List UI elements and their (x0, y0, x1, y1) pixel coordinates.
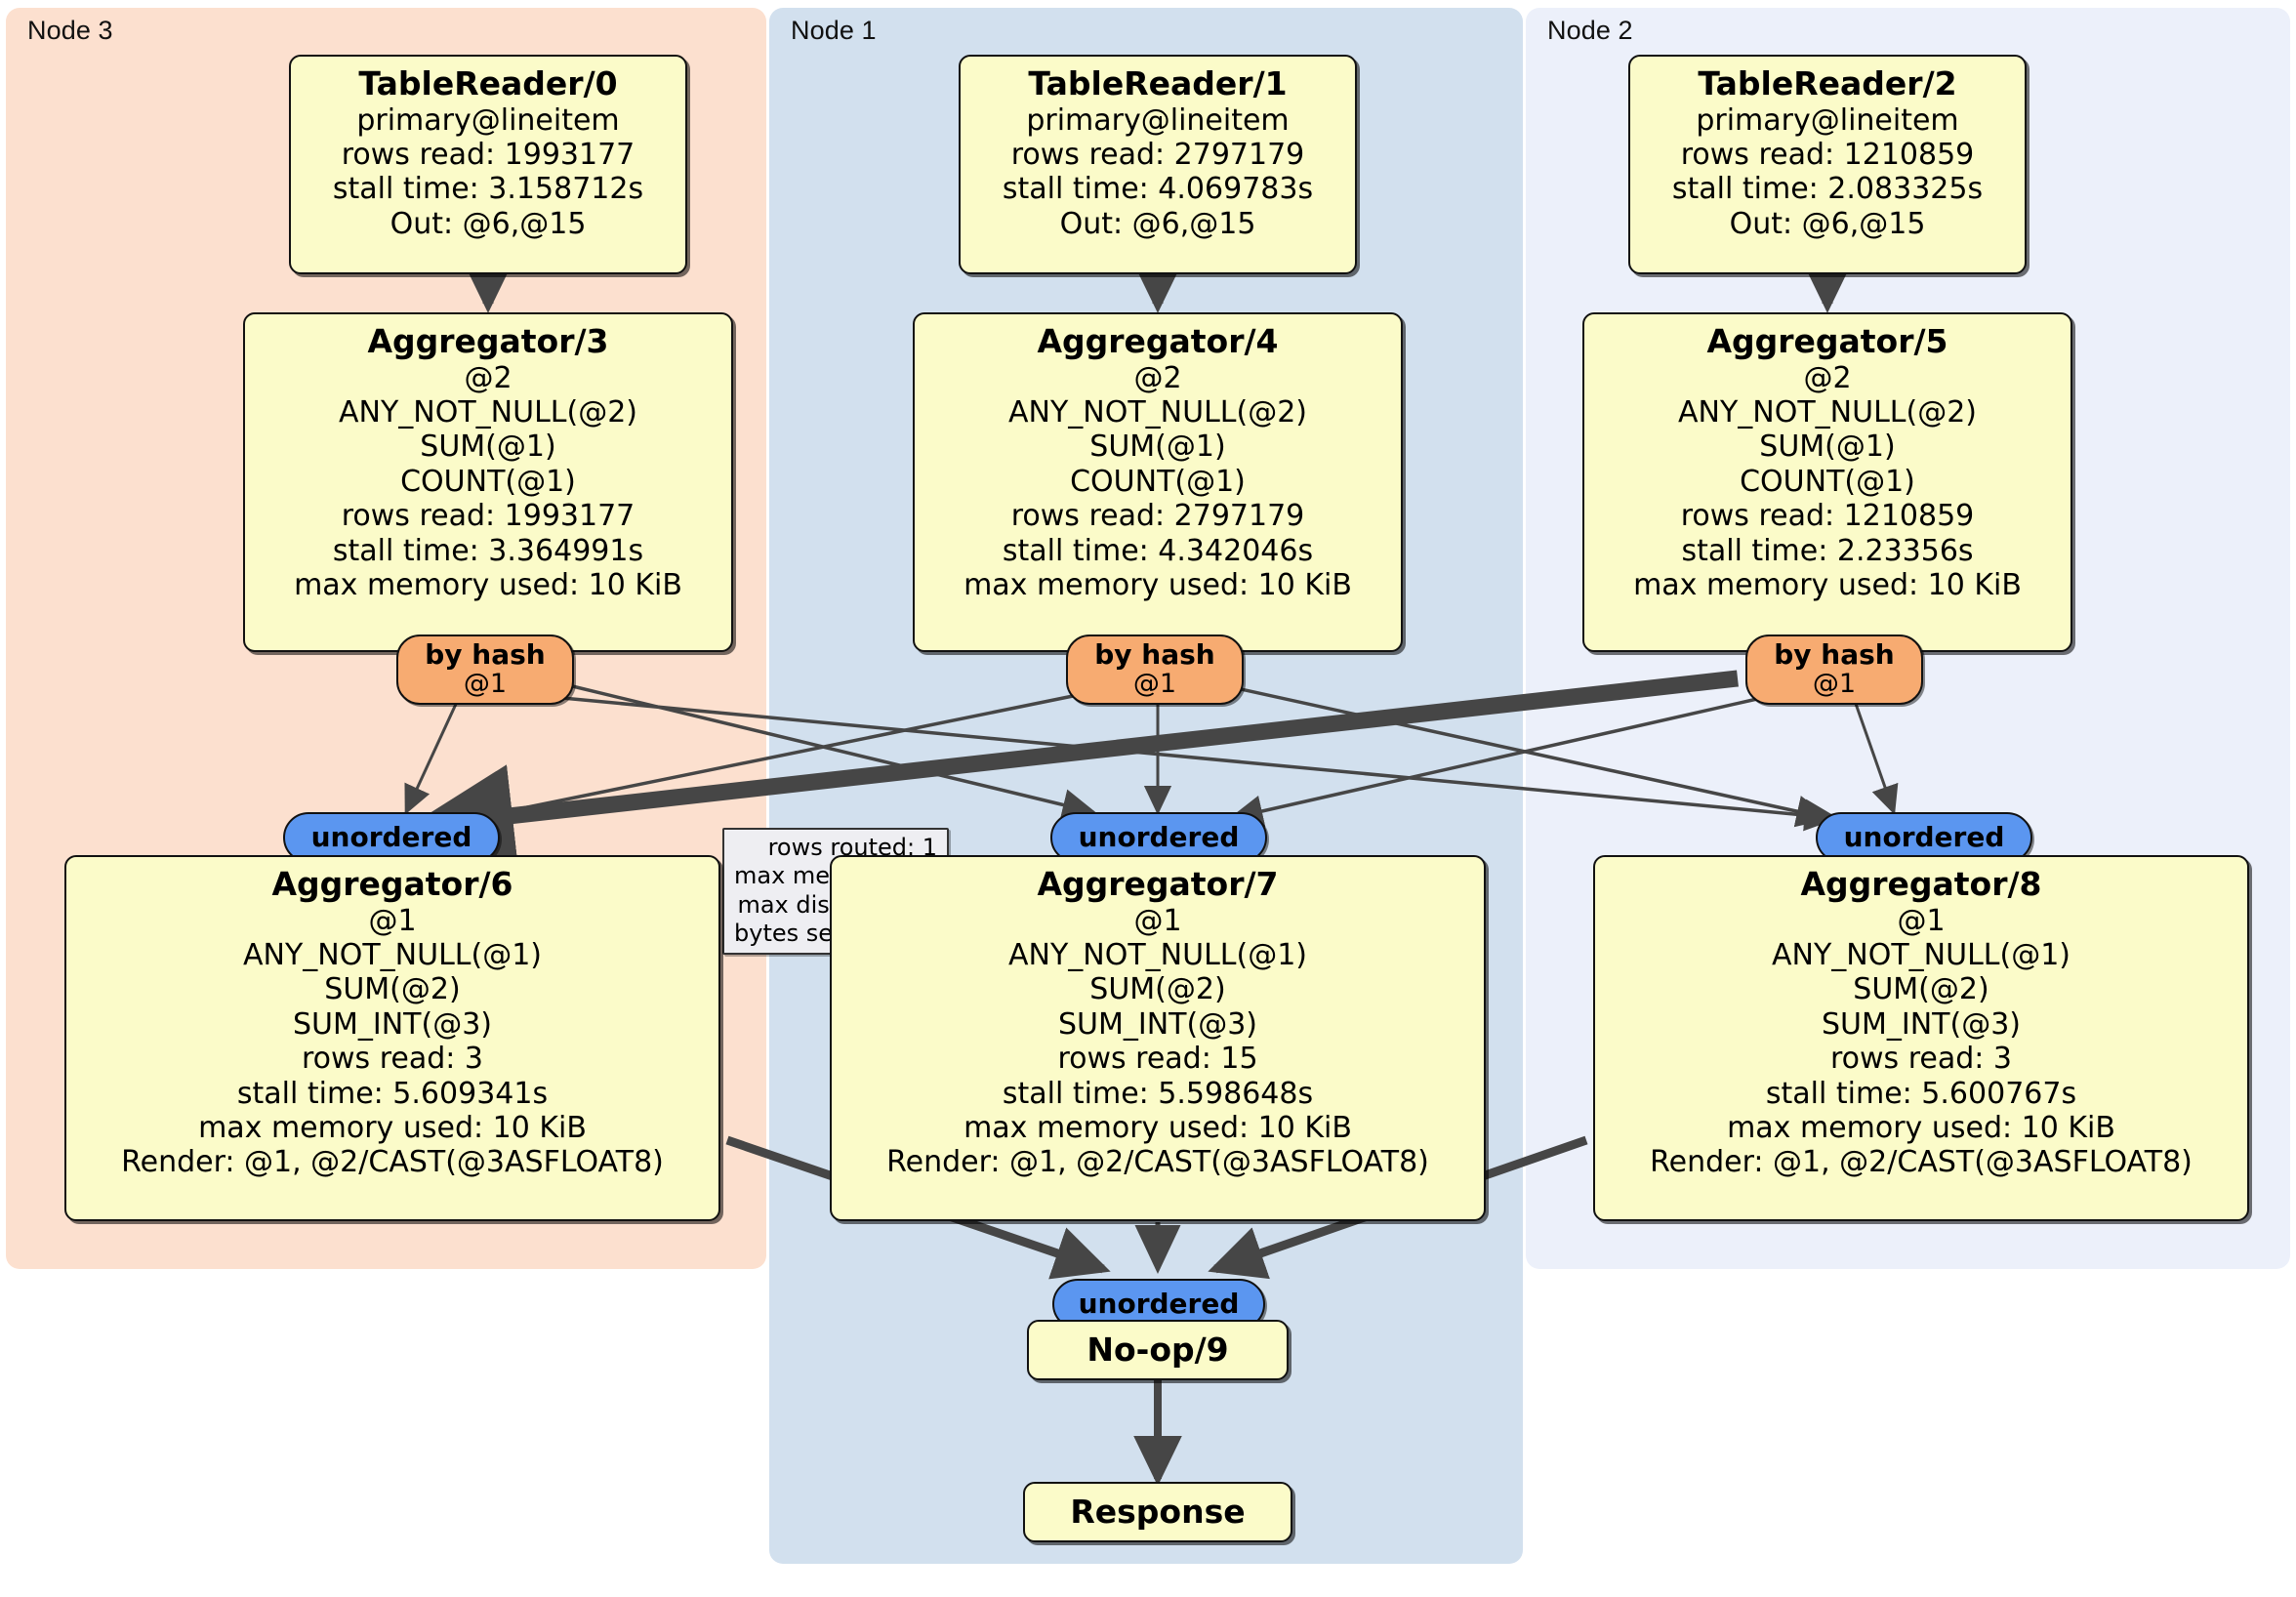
operator-out: Out: @6,@15 (390, 206, 587, 241)
operator-max-memory: max memory used: 10 KiB (294, 567, 682, 602)
operator-agg-3: SUM_INT(@3) (1058, 1006, 1257, 1042)
unordered-sync-label: unordered (1843, 821, 2005, 853)
operator-rows-read: rows read: 1993177 (341, 499, 636, 534)
operator-agg-2: SUM(@2) (1853, 972, 1989, 1007)
operator-max-memory: max memory used: 10 KiB (1727, 1110, 2115, 1145)
unordered-sync-node-1[interactable]: unordered (1050, 812, 1267, 863)
operator-rows-read: rows read: 3 (301, 1042, 484, 1077)
operator-title: Aggregator/8 (1800, 865, 2042, 903)
operator-rows-read: rows read: 2797179 (1010, 499, 1305, 534)
operator-tablereader-1[interactable]: TableReader/1 primary@lineitem rows read… (959, 55, 1357, 274)
operator-aggregator-5[interactable]: Aggregator/5 @2 ANY_NOT_NULL(@2) SUM(@1)… (1582, 312, 2072, 652)
operator-max-memory: max memory used: 10 KiB (964, 1110, 1352, 1145)
operator-rows-read: rows read: 1993177 (341, 138, 636, 172)
hash-router-column: @1 (463, 669, 508, 700)
operator-agg-2: SUM(@2) (324, 972, 461, 1007)
panel-node-2-label: Node 2 (1547, 16, 1633, 45)
operator-stall-time: stall time: 5.600767s (1765, 1076, 2077, 1111)
hash-router-label: by hash (425, 638, 546, 672)
operator-title: Aggregator/6 (271, 865, 513, 903)
operator-title: Aggregator/3 (367, 322, 609, 360)
hash-router-node-2[interactable]: by hash @1 (1745, 635, 1923, 705)
operator-stall-time: stall time: 5.598648s (1002, 1076, 1314, 1111)
operator-group-cols: @1 (1897, 903, 1946, 938)
operator-aggregator-4[interactable]: Aggregator/4 @2 ANY_NOT_NULL(@2) SUM(@1)… (913, 312, 1403, 652)
operator-agg-1: ANY_NOT_NULL(@1) (1772, 938, 2070, 972)
operator-stall-time: stall time: 4.342046s (1002, 533, 1314, 568)
operator-agg-3: SUM_INT(@3) (1822, 1006, 2021, 1042)
operator-title: Aggregator/5 (1706, 322, 1948, 360)
hash-router-node-3[interactable]: by hash @1 (396, 635, 574, 705)
operator-out: Out: @6,@15 (1729, 206, 1926, 241)
operator-stall-time: stall time: 4.069783s (1002, 172, 1314, 207)
hash-router-label: by hash (1774, 638, 1895, 672)
panel-node-1-label: Node 1 (791, 16, 877, 45)
operator-agg-2: SUM(@1) (420, 430, 556, 465)
operator-aggregator-7[interactable]: Aggregator/7 @1 ANY_NOT_NULL(@1) SUM(@2)… (830, 855, 1486, 1221)
operator-agg-1: ANY_NOT_NULL(@2) (1008, 395, 1307, 430)
operator-title: Aggregator/7 (1037, 865, 1279, 903)
operator-group-cols: @2 (464, 360, 512, 395)
unordered-sync-node-2[interactable]: unordered (1816, 812, 2032, 863)
operator-aggregator-3[interactable]: Aggregator/3 @2 ANY_NOT_NULL(@2) SUM(@1)… (243, 312, 733, 652)
operator-stall-time: stall time: 2.083325s (1671, 172, 1984, 207)
operator-agg-3: COUNT(@1) (1070, 464, 1246, 499)
operator-title: TableReader/0 (358, 64, 618, 102)
hash-router-label: by hash (1094, 638, 1215, 672)
operator-response[interactable]: Response (1023, 1482, 1292, 1542)
operator-title: TableReader/2 (1698, 64, 1957, 102)
operator-agg-1: ANY_NOT_NULL(@2) (1678, 395, 1977, 430)
operator-agg-3: SUM_INT(@3) (293, 1006, 492, 1042)
operator-out: Out: @6,@15 (1059, 206, 1256, 241)
operator-render: Render: @1, @2/CAST(@3ASFLOAT8) (121, 1145, 664, 1180)
operator-stall-time: stall time: 2.23356s (1681, 533, 1974, 568)
hash-router-column: @1 (1132, 669, 1177, 700)
operator-group-cols: @2 (1803, 360, 1852, 395)
operator-aggregator-8[interactable]: Aggregator/8 @1 ANY_NOT_NULL(@1) SUM(@2)… (1593, 855, 2249, 1221)
unordered-sync-label: unordered (1078, 821, 1240, 853)
operator-tablereader-2[interactable]: TableReader/2 primary@lineitem rows read… (1628, 55, 2027, 274)
panel-node-3-label: Node 3 (27, 16, 113, 45)
operator-agg-1: ANY_NOT_NULL(@1) (243, 938, 542, 972)
operator-agg-1: ANY_NOT_NULL(@2) (339, 395, 637, 430)
operator-agg-3: COUNT(@1) (400, 464, 576, 499)
operator-source: primary@lineitem (1696, 102, 1959, 138)
operator-title: No-op/9 (1086, 1330, 1229, 1369)
operator-stall-time: stall time: 3.158712s (332, 172, 644, 207)
operator-group-cols: @1 (368, 903, 417, 938)
operator-agg-2: SUM(@1) (1089, 430, 1226, 465)
operator-title: Response (1070, 1492, 1246, 1531)
operator-noop-9[interactable]: No-op/9 (1027, 1320, 1289, 1380)
operator-agg-1: ANY_NOT_NULL(@1) (1008, 938, 1307, 972)
unordered-sync-label: unordered (1078, 1288, 1240, 1320)
operator-tablereader-0[interactable]: TableReader/0 primary@lineitem rows read… (289, 55, 687, 274)
operator-agg-2: SUM(@1) (1759, 430, 1896, 465)
hash-router-column: @1 (1812, 669, 1857, 700)
operator-source: primary@lineitem (1026, 102, 1290, 138)
operator-title: Aggregator/4 (1037, 322, 1279, 360)
operator-rows-read: rows read: 1210859 (1680, 499, 1975, 534)
operator-max-memory: max memory used: 10 KiB (1633, 567, 2022, 602)
unordered-sync-label: unordered (310, 821, 472, 853)
operator-rows-read: rows read: 3 (1829, 1042, 2013, 1077)
operator-rows-read: rows read: 1210859 (1680, 138, 1975, 172)
operator-stall-time: stall time: 3.364991s (332, 533, 644, 568)
operator-agg-3: COUNT(@1) (1740, 464, 1915, 499)
hash-router-node-1[interactable]: by hash @1 (1066, 635, 1244, 705)
operator-stall-time: stall time: 5.609341s (236, 1076, 549, 1111)
operator-rows-read: rows read: 15 (1057, 1042, 1258, 1077)
operator-render: Render: @1, @2/CAST(@3ASFLOAT8) (1650, 1145, 2193, 1180)
operator-max-memory: max memory used: 10 KiB (964, 567, 1352, 602)
operator-aggregator-6[interactable]: Aggregator/6 @1 ANY_NOT_NULL(@1) SUM(@2)… (64, 855, 720, 1221)
operator-title: TableReader/1 (1028, 64, 1288, 102)
operator-agg-2: SUM(@2) (1089, 972, 1226, 1007)
operator-group-cols: @2 (1133, 360, 1182, 395)
operator-max-memory: max memory used: 10 KiB (198, 1110, 587, 1145)
operator-source: primary@lineitem (356, 102, 620, 138)
operator-render: Render: @1, @2/CAST(@3ASFLOAT8) (886, 1145, 1429, 1180)
operator-rows-read: rows read: 2797179 (1010, 138, 1305, 172)
operator-group-cols: @1 (1133, 903, 1182, 938)
